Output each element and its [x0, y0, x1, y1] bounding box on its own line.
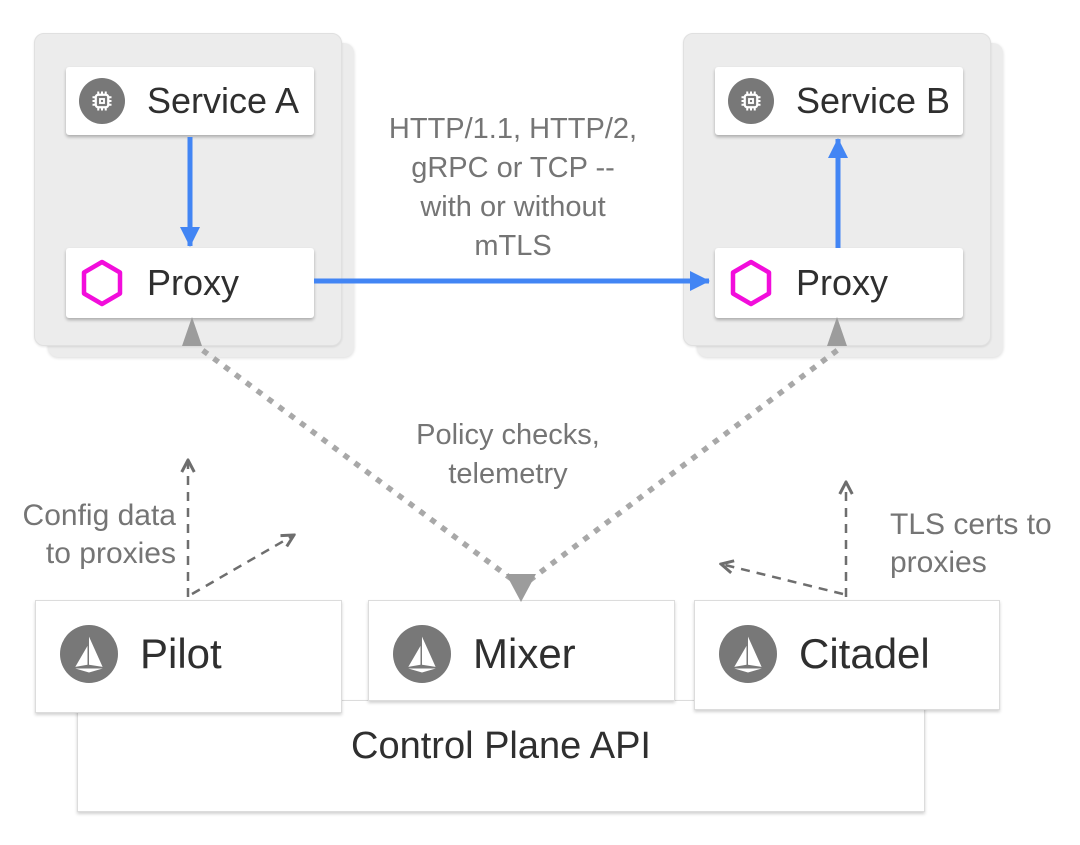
pilot-label: Pilot [140, 630, 222, 677]
service-b-card: Service B [715, 67, 963, 135]
citadel-row: Citadel [719, 625, 930, 683]
mixer-label: Mixer [473, 630, 576, 677]
control-plane-api-label: Control Plane API [351, 725, 651, 767]
istio-sail-icon [393, 625, 451, 683]
hexagon-icon [728, 258, 774, 308]
policy-telemetry-label: Policy checks, telemetry [416, 419, 600, 490]
mixer-box: Mixer [368, 600, 675, 701]
istio-sail-icon [60, 625, 118, 683]
tls-certs-label: TLS certs to proxies [890, 508, 1052, 579]
arrowhead-down-mixer [506, 574, 536, 602]
proxy-a-card: Proxy [66, 248, 314, 318]
dashed-arrow-citadel-diagonal [721, 564, 844, 596]
hexagon-icon [79, 258, 125, 308]
proxy-b-label: Proxy [796, 262, 889, 303]
config-data-label: Config data to proxies [22, 499, 176, 570]
pilot-row: Pilot [60, 625, 222, 683]
dashed-arrow-pilot-diagonal [191, 535, 294, 596]
chip-icon [79, 78, 125, 124]
control-plane-api-box: Control Plane API [77, 700, 925, 812]
citadel-label: Citadel [799, 630, 930, 677]
istio-sail-icon [719, 625, 777, 683]
service-a-label: Service A [147, 80, 300, 121]
mixer-row: Mixer [393, 625, 576, 683]
service-a-card: Service A [66, 67, 314, 135]
pilot-box: Pilot [35, 600, 342, 713]
citadel-box: Citadel [694, 600, 1000, 710]
chip-icon [728, 78, 774, 124]
traffic-protocols-label: HTTP/1.1, HTTP/2, gRPC or TCP -- with or… [388, 113, 638, 262]
proxy-b-card: Proxy [715, 248, 963, 318]
service-b-label: Service B [796, 80, 951, 121]
proxy-a-label: Proxy [147, 262, 240, 303]
